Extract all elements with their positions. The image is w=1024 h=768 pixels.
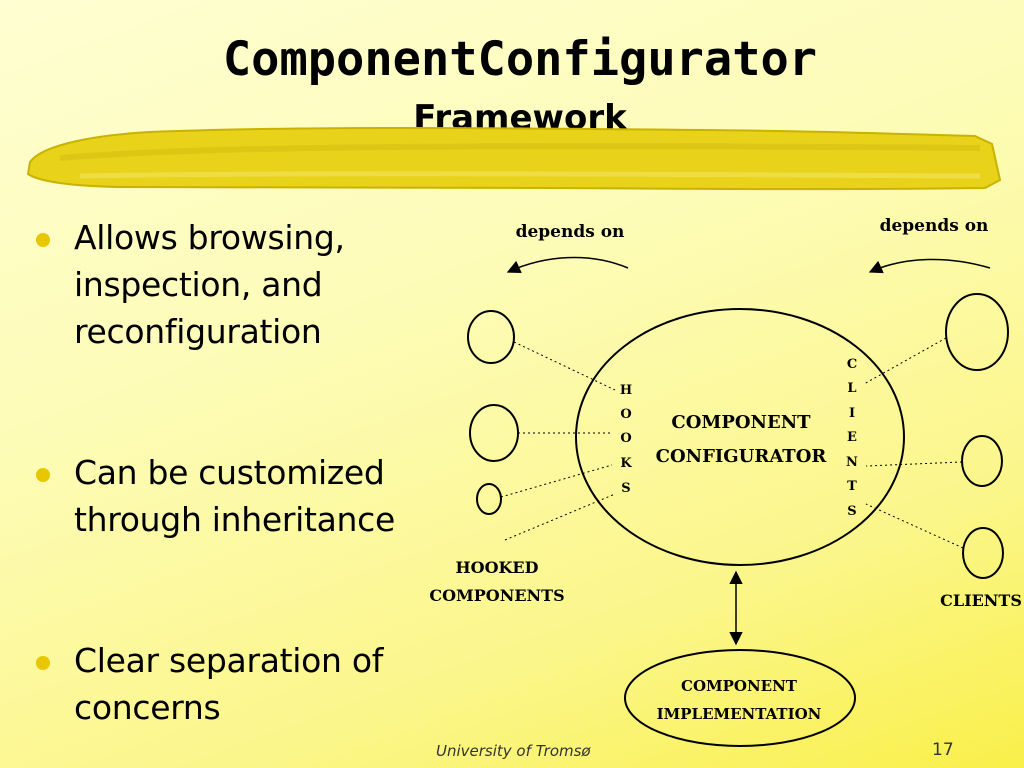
client-circle: [961, 435, 1003, 487]
hook-connector-line: [513, 341, 616, 391]
client-connector-line: [865, 461, 963, 467]
clients-letter: N: [846, 455, 858, 470]
client-circle: [945, 293, 1009, 371]
clients-letter: E: [847, 430, 857, 445]
depends-on-left-label: depends on: [516, 222, 625, 242]
bullet-dot-icon: [36, 468, 50, 482]
bullet-text: Clear separation of concerns: [74, 641, 384, 727]
configurator-label-line2: CONFIGURATOR: [656, 446, 828, 467]
footer-text: University of Tromsø: [436, 742, 591, 760]
clients-vertical-label: C L I E N T S: [846, 357, 858, 519]
hook-connectors: [500, 341, 616, 541]
page-number: 17: [932, 740, 954, 760]
hooks-letter: K: [620, 456, 632, 471]
implementation-label-line2: IMPLEMENTATION: [657, 705, 822, 723]
clients-letter: I: [849, 406, 855, 421]
hook-connector-line: [504, 493, 616, 541]
hooks-vertical-label: H O O K S: [620, 383, 632, 496]
configurator-label-line1: COMPONENT: [671, 412, 811, 433]
clients-letter: S: [847, 504, 856, 519]
hooks-letter: O: [620, 407, 631, 422]
hook-connector-line: [500, 464, 613, 498]
bullet-text: Allows browsing, inspection, and reconfi…: [74, 218, 345, 351]
hooks-letter: H: [620, 383, 632, 398]
client-circle: [962, 527, 1004, 579]
clients-letter: C: [847, 357, 857, 372]
implementation-label-line1: COMPONENT: [681, 677, 798, 695]
slide-title: ComponentConfigurator: [222, 32, 818, 87]
hooked-component-circle: [469, 404, 519, 462]
clients-label: CLIENTS: [940, 591, 1022, 610]
brush-stroke-decoration: [26, 127, 1002, 191]
depends-on-right-label: depends on: [880, 216, 989, 236]
bullet-dot-icon: [36, 233, 50, 247]
client-connectors: [863, 337, 964, 549]
component-implementation-ellipse: [624, 649, 856, 747]
component-configurator-ellipse: [575, 308, 905, 566]
client-connector-line: [865, 503, 964, 549]
clients-letter: L: [847, 381, 856, 396]
hooked-component-circle: [476, 483, 502, 515]
hooks-letter: S: [621, 481, 630, 496]
hooked-components-label-line2: COMPONENTS: [429, 586, 564, 605]
hooked-components-label-line1: HOOKED: [456, 558, 539, 577]
hooks-letter: O: [620, 431, 631, 446]
clients-letter: T: [847, 479, 857, 494]
depends-on-left-arrow: [506, 256, 629, 274]
hooked-component-circle: [467, 310, 515, 364]
client-connector-line: [863, 337, 947, 385]
bullet-text: Can be customized through inheritance: [74, 453, 396, 539]
bullet-dot-icon: [36, 656, 50, 670]
depends-on-right-arrow: [868, 258, 991, 274]
